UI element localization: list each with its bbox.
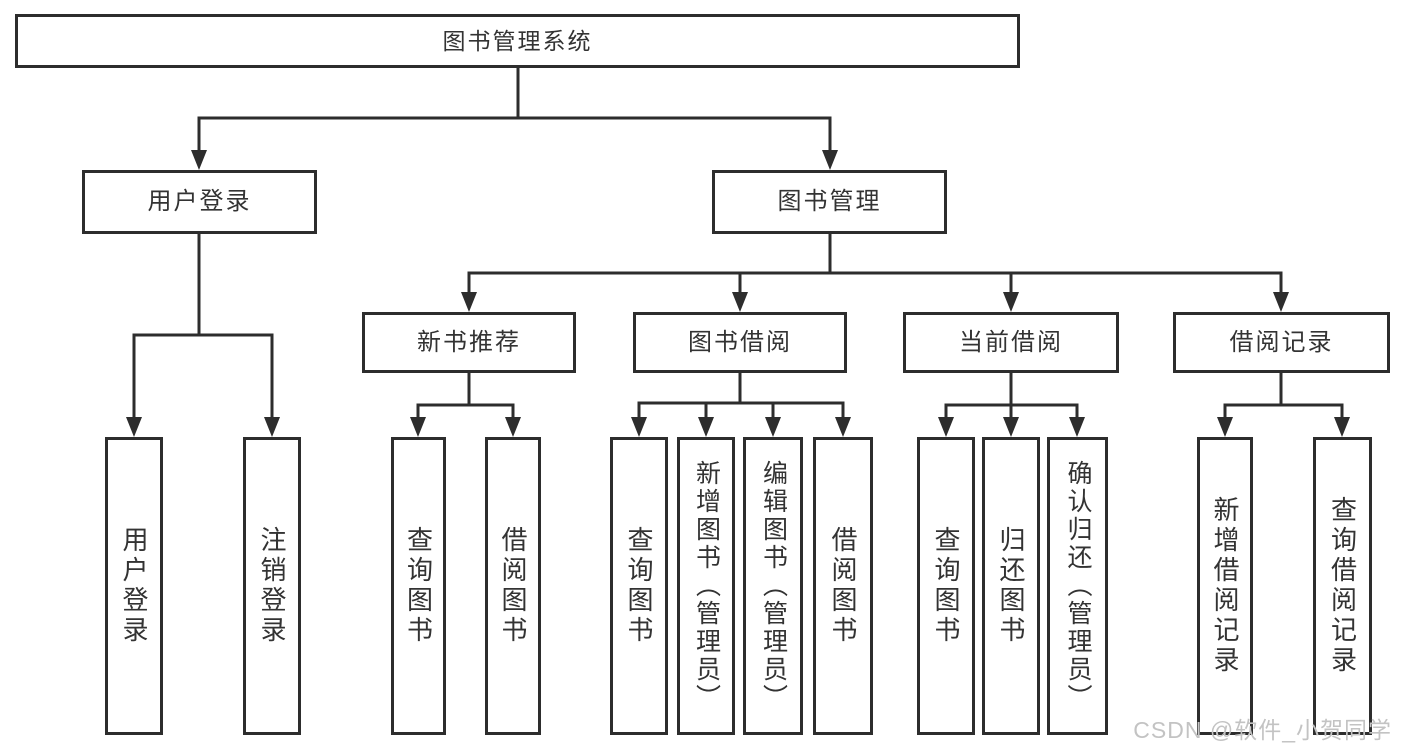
leaf-query-books-recommend-label: 查询图书 <box>403 526 434 646</box>
leaf-query-books-current: 查询图书 <box>917 437 975 735</box>
leaf-borrow-books-label: 借阅图书 <box>828 526 858 646</box>
node-new-book-recommend-label: 新书推荐 <box>417 328 521 356</box>
leaf-logout-label: 注销登录 <box>257 526 287 646</box>
leaf-return-book-label: 归还图书 <box>996 526 1026 646</box>
leaf-user-login-label: 用户登录 <box>119 526 149 646</box>
leaf-query-books-current-label: 查询图书 <box>931 526 961 646</box>
leaf-return-book: 归还图书 <box>982 437 1040 735</box>
leaf-edit-book-admin-label: 编辑图书（管理员） <box>759 460 788 712</box>
leaf-borrow-books-recommend-label: 借阅图书 <box>498 526 528 646</box>
leaf-confirm-return-admin: 确认归还（管理员） <box>1047 437 1108 735</box>
leaf-query-books-borrow-label: 查询图书 <box>624 526 654 646</box>
leaf-query-borrow-record: 查询借阅记录 <box>1313 437 1372 735</box>
node-book-borrow: 图书借阅 <box>633 312 847 373</box>
leaf-add-book-admin: 新增图书（管理员） <box>677 437 735 735</box>
node-borrow-records-label: 借阅记录 <box>1229 328 1334 356</box>
node-current-borrow-label: 当前借阅 <box>959 328 1063 356</box>
node-user-login-label: 用户登录 <box>147 188 252 215</box>
leaf-user-login: 用户登录 <box>105 437 163 735</box>
leaf-borrow-books-recommend: 借阅图书 <box>485 437 541 735</box>
leaf-edit-book-admin: 编辑图书（管理员） <box>743 437 803 735</box>
node-book-borrow-label: 图书借阅 <box>688 328 792 356</box>
node-root: 图书管理系统 <box>15 14 1020 68</box>
node-root-label: 图书管理系统 <box>442 27 593 54</box>
leaf-logout: 注销登录 <box>243 437 301 735</box>
node-borrow-records: 借阅记录 <box>1173 312 1390 373</box>
leaf-borrow-books: 借阅图书 <box>813 437 873 735</box>
node-book-management: 图书管理 <box>712 170 947 234</box>
node-current-borrow: 当前借阅 <box>903 312 1119 373</box>
node-book-management-label: 图书管理 <box>777 188 882 215</box>
csdn-watermark: CSDN @软件_小贺同学 <box>1133 717 1392 743</box>
leaf-confirm-return-admin-label: 确认归还（管理员） <box>1064 460 1092 712</box>
leaf-query-books-borrow: 查询图书 <box>610 437 668 735</box>
arrowheads <box>126 150 1350 437</box>
leaf-add-book-admin-label: 新增图书（管理员） <box>692 460 721 712</box>
leaf-query-borrow-record-label: 查询借阅记录 <box>1327 496 1358 676</box>
leaf-add-borrow-record: 新增借阅记录 <box>1197 437 1253 735</box>
node-user-login: 用户登录 <box>82 170 317 234</box>
node-new-book-recommend: 新书推荐 <box>362 312 576 373</box>
leaf-add-borrow-record-label: 新增借阅记录 <box>1210 496 1240 676</box>
leaf-query-books-recommend: 查询图书 <box>391 437 446 735</box>
